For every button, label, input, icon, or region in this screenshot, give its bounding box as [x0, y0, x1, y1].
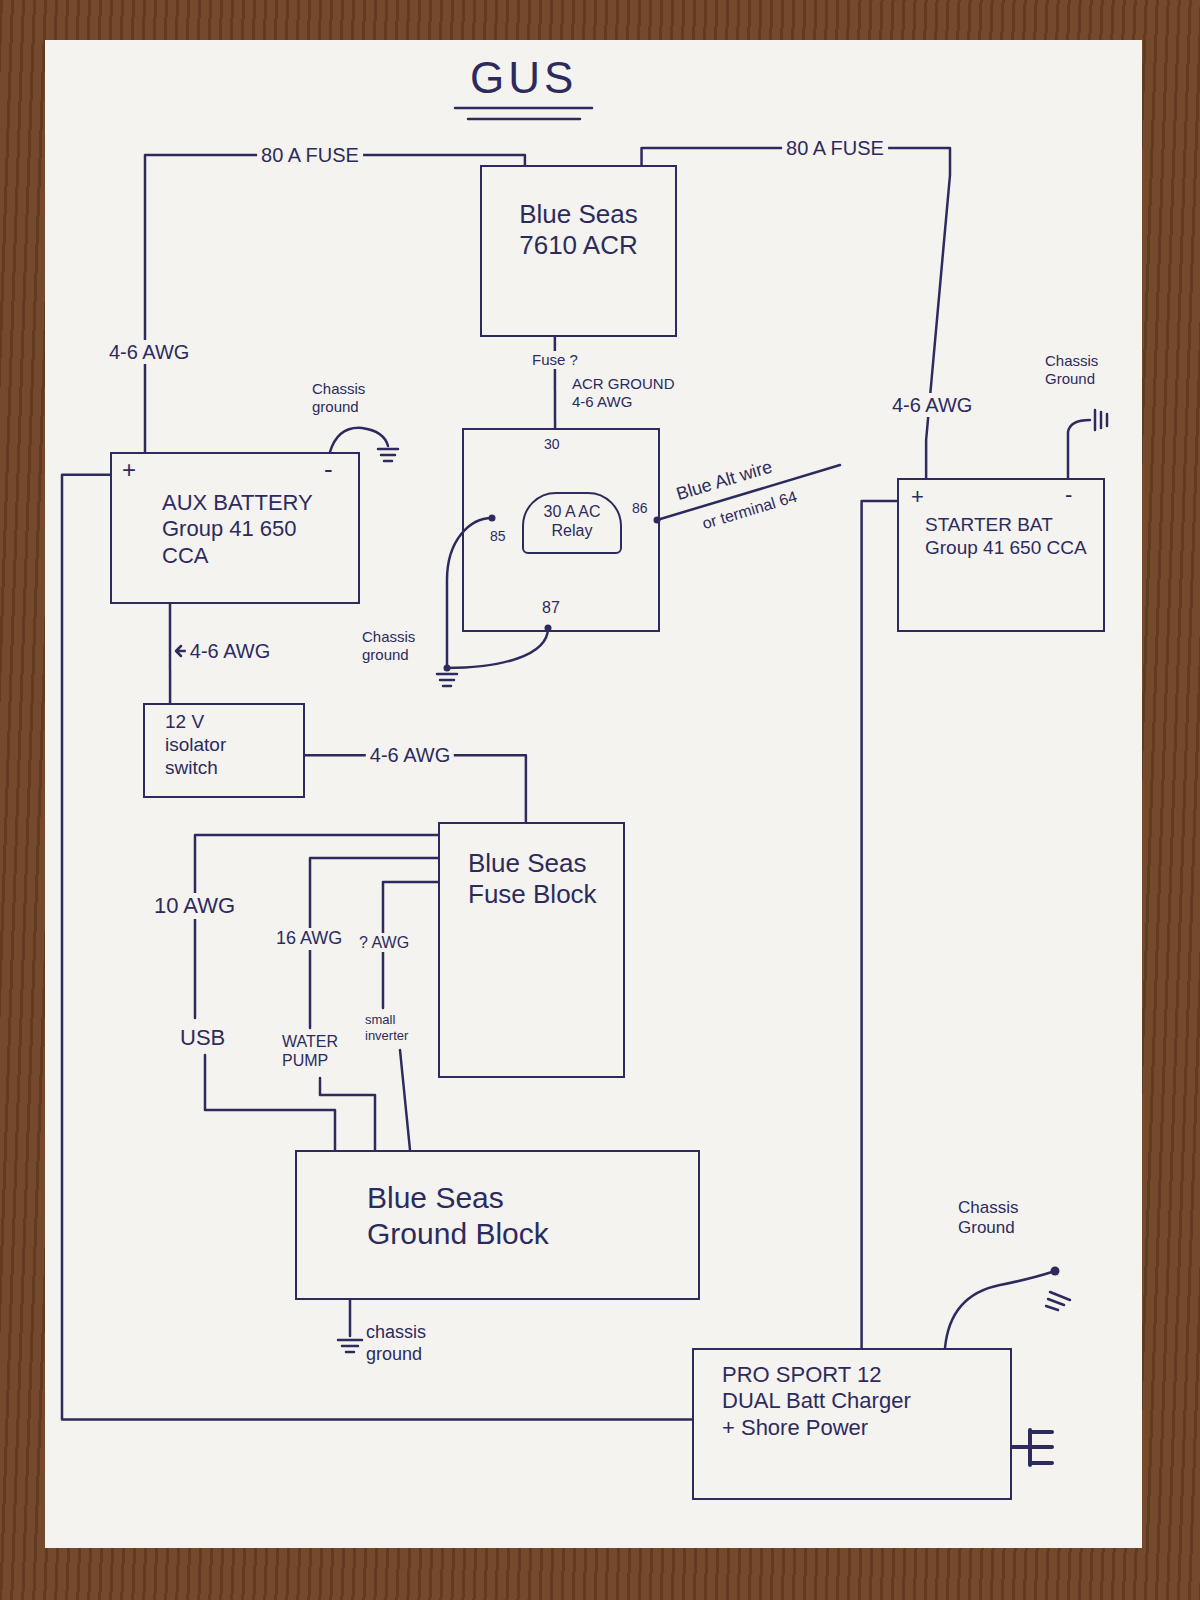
- box-label: AUX BATTERY Group 41 650 CCA: [162, 490, 338, 569]
- cable-label: 80 A FUSE: [782, 136, 888, 160]
- terminal-label: 85: [490, 528, 506, 545]
- ground-block: Blue Seas Ground Block: [295, 1150, 700, 1300]
- ground-return-wire: [400, 1050, 410, 1150]
- terminal-dot: [444, 665, 451, 672]
- title-underline: [468, 118, 580, 121]
- box-label: 12 V isolator switch: [165, 711, 263, 779]
- terminal-label: 30: [544, 436, 560, 453]
- wire-gauge: 10 AWG: [150, 893, 239, 919]
- title-underline: [455, 107, 592, 110]
- wire-note: ACR GROUND 4-6 AWG: [572, 375, 682, 411]
- ground-wire: [945, 1272, 1052, 1348]
- wire-gauge: 4-6 AWG: [105, 340, 193, 364]
- ground-symbol: [1095, 410, 1107, 430]
- load-name: WATER PUMP: [282, 1032, 354, 1070]
- terminal-dot: [489, 515, 496, 522]
- power-cable: [642, 148, 950, 478]
- relay-box: 30 A AC Relay: [522, 492, 622, 554]
- ground-note: Chassis ground: [362, 628, 432, 664]
- cable-label: 4-6 AWG: [366, 743, 454, 767]
- paper-sheet: [45, 40, 1142, 1548]
- fuse-block: Blue Seas Fuse Block: [438, 822, 625, 1078]
- box-label: STARTER BAT Group 41 650 CCA: [925, 514, 1087, 560]
- load-wire: [195, 835, 438, 1018]
- power-cable: [862, 501, 897, 1348]
- power-cable: [62, 475, 692, 1420]
- ground-note: chassis ground: [366, 1322, 446, 1365]
- ground-note: Chassis ground: [312, 380, 382, 416]
- ground-note: Chassis Ground: [958, 1198, 1048, 1239]
- ink-drawing: [176, 108, 1107, 1465]
- battery-box: + - STARTER BAT Group 41 650 CCA: [897, 478, 1105, 632]
- box-label: 30 A AC Relay: [530, 502, 614, 540]
- wire-gauge: 16 AWG: [272, 928, 346, 950]
- sketch-title: GUS: [470, 52, 577, 105]
- ground-wire: [1068, 420, 1090, 478]
- box-label: PRO SPORT 12 DUAL Batt Charger + Shore P…: [722, 1362, 920, 1441]
- acr-box: Blue Seas 7610 ACR: [480, 165, 677, 337]
- terminal-label: 87: [542, 598, 560, 617]
- ground-symbol: [437, 674, 457, 686]
- load-name: small inverter: [365, 1012, 423, 1043]
- battery-box: + - AUX BATTERY Group 41 650 CCA: [110, 452, 360, 604]
- pointer-arrow: [176, 646, 186, 656]
- ground-note: Chassis Ground: [1045, 352, 1120, 388]
- ground-return-wire: [205, 1055, 335, 1150]
- box-label: Blue Seas Ground Block: [367, 1180, 578, 1252]
- terminal-dots: [444, 515, 1060, 1276]
- charger-box: PRO SPORT 12 DUAL Batt Charger + Shore P…: [692, 1348, 1012, 1500]
- load-name: USB: [180, 1025, 225, 1051]
- ground-return-wire: [320, 1078, 375, 1150]
- wire-gauge: ? AWG: [355, 933, 413, 952]
- terminal-label: 86: [632, 500, 648, 517]
- terminal-label: -: [324, 454, 333, 485]
- cable-label: 80 A FUSE: [257, 143, 363, 167]
- switch-box: 12 V isolator switch: [143, 703, 305, 798]
- terminal-label: +: [911, 484, 924, 510]
- ground-symbol: [378, 449, 398, 461]
- ground-wire: [349, 1300, 352, 1336]
- relay-housing: 30 85 86 87 30 A AC Relay: [462, 428, 660, 632]
- relay-ground-wire: [447, 628, 548, 668]
- power-cable: [145, 155, 525, 452]
- terminal-label: -: [1065, 482, 1072, 508]
- ground-symbol: [338, 1340, 362, 1352]
- power-cable: [169, 604, 172, 703]
- terminal-label: +: [122, 456, 136, 485]
- ground-symbol: [1046, 1292, 1070, 1310]
- cable-label: 4-6 AWG: [186, 639, 274, 663]
- wire-gauge: 4-6 AWG: [888, 393, 976, 417]
- terminal-dot: [1051, 1267, 1060, 1276]
- cable-label: Fuse ?: [528, 351, 582, 369]
- shore-plug: [1012, 1430, 1052, 1465]
- box-label: Blue Seas Fuse Block: [468, 848, 603, 910]
- box-label: Blue Seas 7610 ACR: [512, 199, 645, 261]
- relay-ground-wire: [447, 518, 492, 668]
